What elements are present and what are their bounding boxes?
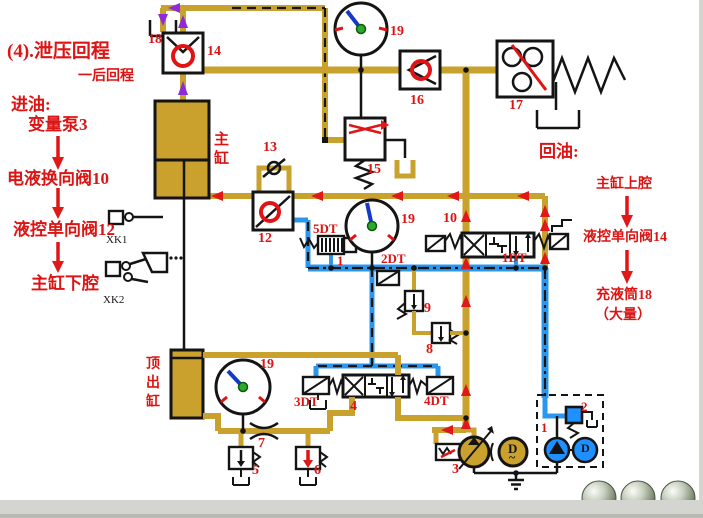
label-14: 14 — [207, 44, 221, 59]
tank-bottom — [472, 462, 559, 491]
ejector-cylinder — [169, 348, 205, 420]
pilot-check-valve-14 — [161, 31, 205, 75]
label-1dt: 1DT — [502, 250, 527, 265]
solenoid-2dt — [375, 269, 401, 287]
directional-valve-10 — [424, 219, 572, 259]
label-1-pump: 1 — [541, 420, 548, 435]
ejector-lines — [203, 352, 398, 447]
return-spring — [535, 54, 627, 130]
switch-label-xk1: XK1 — [106, 234, 128, 246]
label-2dt: 2DT — [381, 251, 406, 266]
annotation-arrows — [52, 136, 633, 284]
limit-switch-xk1 — [107, 209, 163, 226]
label-4: 4 — [350, 399, 357, 414]
charge-pump-group — [536, 394, 604, 468]
return-step-note: （大量） — [595, 308, 651, 323]
variable-pump-3 — [457, 426, 494, 470]
directional-valve-4 — [301, 355, 466, 431]
step-subtitle: 一后回程 — [78, 69, 134, 84]
label-12: 12 — [258, 231, 272, 246]
label-2: 2 — [581, 399, 588, 414]
valve-6 — [294, 445, 329, 486]
label-18: 18 — [148, 32, 162, 47]
label-1-valve: 1 — [337, 253, 344, 268]
return-step-valve14: 液控单向阀14 — [583, 230, 667, 245]
pressure-gauge-bottom — [214, 358, 272, 431]
pressure-gauge-mid — [344, 198, 400, 268]
pressure-gauge-top — [333, 1, 389, 118]
label-19-top: 19 — [390, 24, 404, 39]
label-5: 5 — [252, 463, 259, 478]
check-valve-16 — [398, 49, 442, 91]
feed-step-valve12: 液控单向阀12 — [13, 220, 115, 239]
label-5dt: 5DT — [313, 221, 338, 236]
feed-step-lower-chamber: 主缸下腔 — [31, 274, 99, 293]
return-step-charge-tank: 充液筒18 — [596, 288, 652, 303]
main-cylinder — [153, 99, 211, 352]
relief-valve-15 — [322, 116, 416, 191]
flow-arrows-red — [211, 191, 550, 435]
step-title: (4).泄压回程 — [7, 41, 110, 62]
check-valve-13 — [256, 158, 292, 192]
feed-heading: 进油: — [11, 95, 51, 114]
valve-8 — [430, 321, 466, 345]
label-3: 3 — [452, 462, 459, 477]
limit-switch-xk2 — [104, 257, 149, 284]
return-step-upper-chamber: 主缸上腔 — [596, 177, 652, 192]
feed-step-pump: 变量泵3 — [28, 115, 88, 134]
motor-main-ac-mark: ~ — [509, 450, 516, 464]
flow-arrows-purple — [158, 3, 188, 95]
cooler-17 — [495, 39, 555, 99]
valve-5 — [227, 445, 262, 486]
motor-main — [490, 436, 529, 468]
pilot-check-valve-12 — [251, 190, 295, 232]
label-8: 8 — [426, 342, 433, 357]
label-4dt: 4DT — [424, 393, 449, 408]
switch-label-xk2: XK2 — [103, 294, 125, 306]
junction-dots — [240, 67, 548, 476]
return-heading: 回油: — [539, 142, 579, 161]
ejector-cylinder-label: 顶出缸 — [146, 357, 160, 410]
label-9: 9 — [424, 301, 431, 316]
label-19-bottom: 19 — [260, 357, 274, 372]
label-3dt: 3DT — [294, 394, 319, 409]
feed-step-valve10: 电液换向阀10 — [7, 169, 109, 188]
label-19-mid: 19 — [401, 212, 415, 227]
label-6: 6 — [314, 463, 321, 478]
throttle-7 — [249, 421, 279, 441]
valve-9 — [396, 268, 432, 335]
motor-aux-letter: D — [581, 441, 590, 455]
label-7: 7 — [258, 436, 265, 451]
label-16: 16 — [410, 93, 424, 108]
motor-main-letter: D — [508, 441, 518, 456]
label-15: 15 — [367, 162, 381, 177]
label-10: 10 — [443, 211, 457, 226]
pump-control-valve — [434, 442, 462, 462]
trip-cam — [141, 251, 183, 274]
main-cylinder-label: 主缸 — [214, 132, 230, 167]
label-13: 13 — [263, 140, 277, 155]
label-17: 17 — [509, 98, 523, 113]
